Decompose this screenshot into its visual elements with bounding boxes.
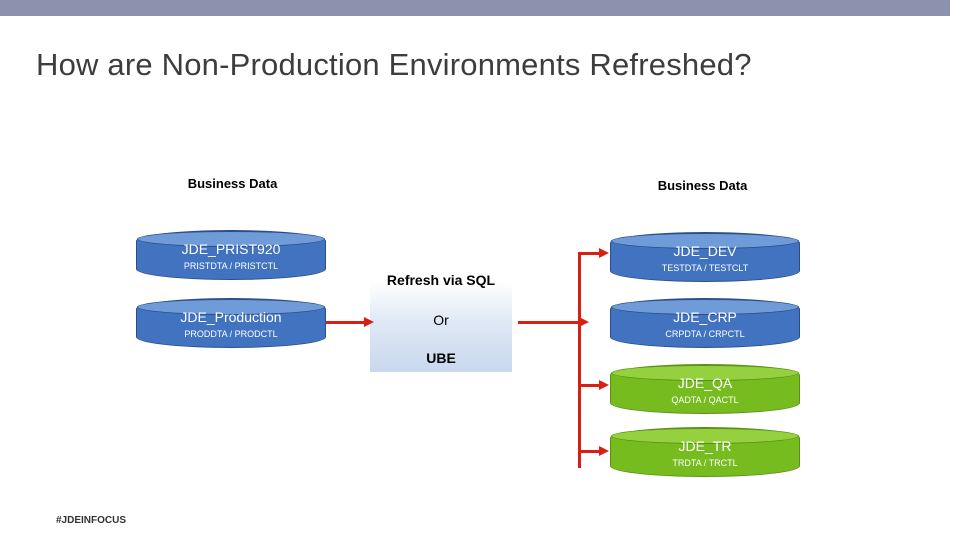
arrow-distribution-riser (578, 253, 581, 468)
db-schema-label: TESTDTA / TESTCLT (661, 263, 749, 273)
cylinder-top-icon (611, 233, 799, 249)
cylinder-top-icon (137, 299, 325, 315)
db-cylinder-prist920: JDE_PRIST920 PRISTDTA / PRISTCTL (136, 230, 326, 280)
db-schema-label: QADTA / QACTL (671, 395, 739, 405)
top-accent-bar (0, 0, 960, 16)
arrow-branch-to-dev (578, 248, 609, 258)
cylinder-top-icon (611, 365, 799, 381)
cylinder-top-icon (611, 299, 799, 315)
db-schema-label: PRODDTA / PRODCTL (184, 329, 278, 339)
db-schema-label: CRPDTA / CRPCTL (665, 329, 745, 339)
db-cylinder-dev: JDE_DEV TESTDTA / TESTCLT (610, 232, 800, 282)
page-title: How are Non-Production Environments Refr… (36, 47, 752, 82)
refresh-method-ube-label: UBE (426, 350, 456, 366)
db-cylinder-qa: JDE_QA QADTA / QACTL (610, 364, 800, 414)
right-section-label: Business Data (657, 178, 748, 193)
cylinder-top-icon (137, 231, 325, 247)
left-section-label: Business Data (187, 176, 278, 191)
db-name-label: JDE_DEV (673, 243, 737, 259)
top-accent-bar-gap (950, 0, 960, 16)
refresh-method-panel (370, 262, 512, 372)
db-cylinder-production: JDE_Production PRODDTA / PRODCTL (136, 298, 326, 348)
footer-hashtag: #JDEINFOCUS (56, 515, 127, 526)
arrow-refresh-to-crp (518, 317, 589, 327)
arrow-production-to-refresh (325, 317, 374, 327)
refresh-method-or-label: Or (433, 312, 449, 328)
db-cylinder-crp: JDE_CRP CRPDTA / CRPCTL (610, 298, 800, 348)
db-cylinder-tr: JDE_TR TRDTA / TRCTL (610, 427, 800, 477)
db-name-label: JDE_PRIST920 (181, 241, 281, 257)
db-name-label: JDE_CRP (673, 309, 737, 325)
arrow-branch-to-tr (578, 446, 609, 456)
db-schema-label: TRDTA / TRCTL (672, 458, 738, 468)
db-name-label: JDE_Production (180, 309, 282, 325)
cylinder-top-icon (611, 428, 799, 444)
db-schema-label: PRISTDTA / PRISTCTL (183, 261, 279, 271)
arrow-branch-to-qa (578, 380, 609, 390)
db-name-label: JDE_QA (677, 375, 733, 391)
refresh-method-sql-label: Refresh via SQL (386, 272, 496, 288)
db-name-label: JDE_TR (678, 438, 732, 454)
